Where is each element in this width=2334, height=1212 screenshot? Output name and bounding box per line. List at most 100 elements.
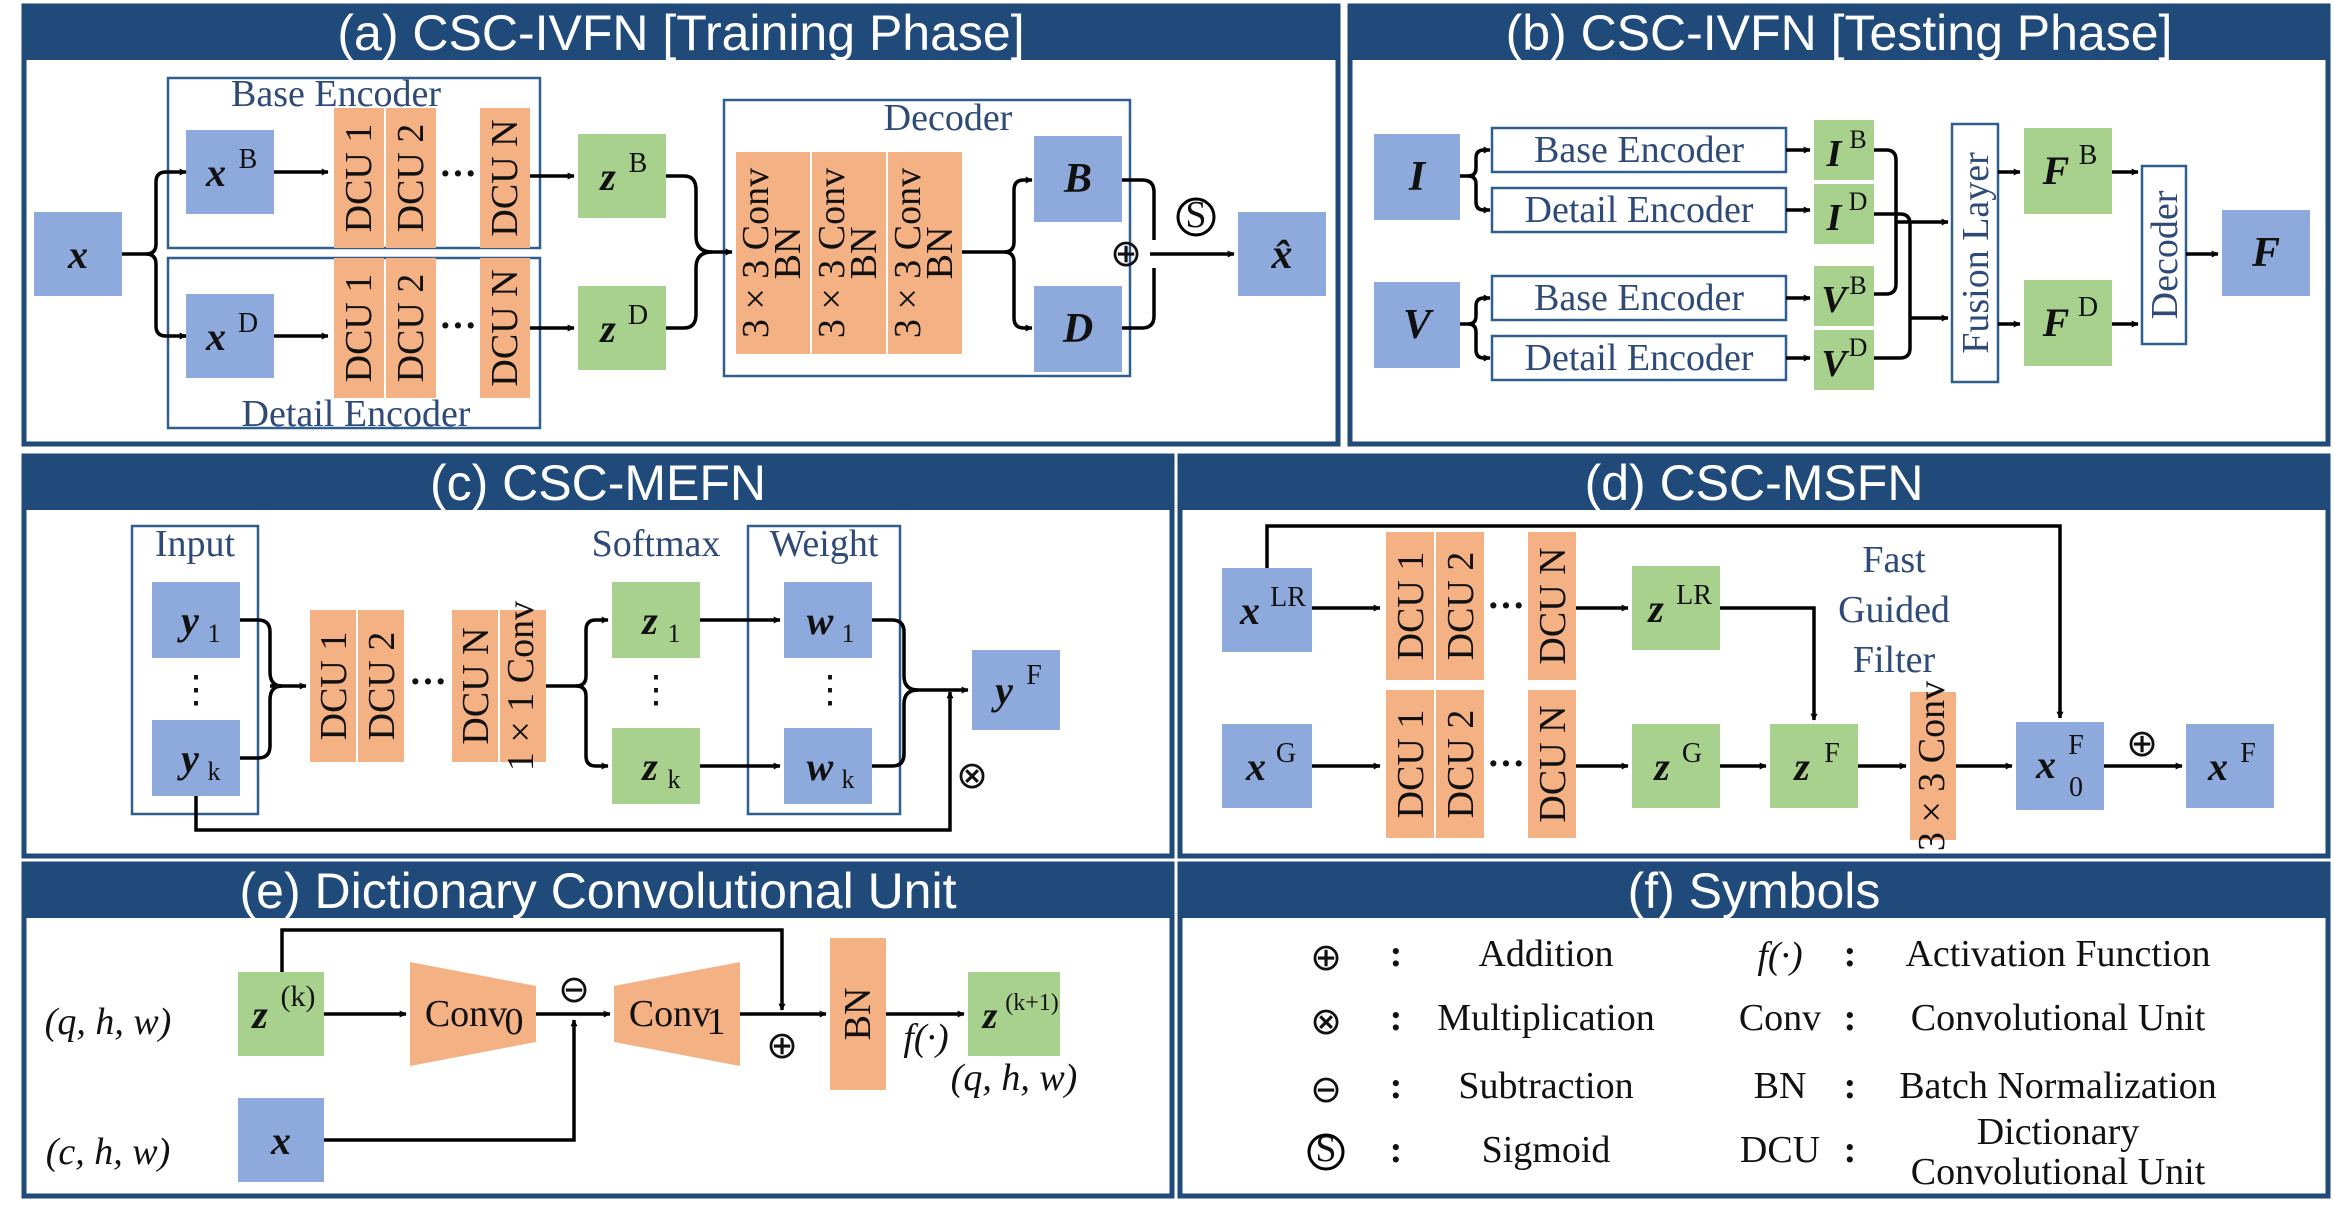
plus-symbol: ⊕ [766, 1025, 798, 1067]
panel-e: (e) Dictionary Convolutional Unit [21, 861, 1175, 1199]
minus-symbol: ⊖ [558, 969, 590, 1011]
conv0-sub: 0 [505, 1001, 524, 1043]
x0F-sub: 0 [2069, 772, 2083, 803]
z1-sub: 1 [668, 619, 681, 648]
zk-e-node [238, 972, 324, 1056]
panel-a-diagram: Base Encoder Detail Encoder Decoder x x … [34, 73, 1326, 435]
base-dcu-stack: DCU 1 DCU 2 DCU N ··· [334, 108, 530, 248]
msfn-dcu-stack-lr: DCU 1 DCU 2 DCU N ··· [1386, 532, 1576, 680]
FD-sup: D [2078, 292, 2098, 323]
legend-add-name: Addition [1478, 933, 1613, 975]
z1-label: z [640, 598, 658, 643]
zB-label: z [598, 154, 616, 199]
detail-dcuN: DCU N [484, 269, 526, 386]
b-detail-encoder-V [1490, 334, 1788, 382]
legend-act-name: Activation Function [1905, 933, 2210, 975]
F-label: F [2251, 230, 2280, 276]
panel-c-diagram: Input Softmax Weight y 1 ⋮ y k DCU 1 DCU… [130, 523, 1060, 832]
conv1-sub: 1 [707, 1001, 726, 1043]
decoder-label: Decoder [884, 97, 1013, 139]
msfn-lr-dcu2: DCU 2 [1440, 552, 1482, 661]
B-label: B [1063, 156, 1092, 202]
legend-mul-icon: ⊗ [1310, 1001, 1342, 1043]
D-label: D [1062, 306, 1093, 352]
softmax-label: Softmax [592, 523, 721, 565]
xD-sup: D [238, 308, 258, 339]
detail-dcu2: DCU 2 [390, 274, 432, 383]
wk-sub: k [842, 765, 855, 794]
msfn-g-dcu2: DCU 2 [1440, 710, 1482, 819]
input-x-label: x [67, 232, 88, 277]
xB-label: x [205, 150, 226, 195]
V-node [1374, 282, 1460, 368]
x-e-label: x [270, 1118, 291, 1163]
xF-label: x [2207, 744, 2228, 789]
VD-label: V [1821, 343, 1849, 385]
xhat-node [1238, 212, 1326, 296]
bn-block [830, 938, 886, 1090]
detail-dcu-dots: ··· [439, 305, 477, 347]
zk-label: z [640, 744, 658, 789]
legend-colon-3: : [1390, 1065, 1403, 1107]
zLR-label: z [1646, 586, 1664, 631]
mefn-dots: ··· [409, 661, 447, 703]
panel-a-title: (a) CSC-IVFN [Training Phase] [337, 5, 1024, 61]
xF-sup: F [2240, 738, 2256, 769]
z1-node [612, 582, 700, 658]
legend-conv-name: Convolutional Unit [1911, 997, 2206, 1039]
xB-node [186, 130, 274, 214]
legend-colon-2: : [1390, 997, 1403, 1039]
legend-colon-6: : [1844, 997, 1857, 1039]
decoder-conv-stack: 3 × 3 Conv BN 3 × 3 Conv BN 3 × 3 Conv B… [735, 152, 962, 354]
zk1-node [968, 972, 1060, 1056]
legend-bn-name: Batch Normalization [1899, 1065, 2217, 1107]
b-detail-encoder-I [1490, 186, 1788, 234]
yF-sup: F [1026, 660, 1042, 691]
msfn-lr-dcu1: DCU 1 [1390, 552, 1432, 661]
conv1-label: Conv [629, 993, 711, 1035]
w1-label: w [807, 598, 834, 643]
fgf-label-2: Guided [1838, 589, 1950, 631]
zB-node [578, 134, 666, 218]
y-vdots: ⋮ [177, 669, 215, 711]
VB-label: V [1821, 279, 1849, 321]
legend-dcu-name-1: Dictionary [1977, 1111, 2140, 1153]
panel-b: (b) CSC-IVFN [Testing Phase] [1347, 3, 2331, 447]
legend-colon-1: : [1390, 933, 1403, 975]
legend-sigmoid-icon [1307, 1133, 1345, 1171]
b-decoder-label: Decoder [2144, 190, 2186, 319]
panel-d: (d) CSC-MSFN [1177, 453, 2331, 859]
D-node [1034, 286, 1122, 372]
xB-sup: B [239, 144, 258, 175]
weight-label: Weight [770, 523, 879, 565]
z-vdots: ⋮ [637, 669, 675, 711]
panel-b-diagram: I V Base Encoder Detail Encoder Base Enc… [1374, 120, 2310, 390]
msfn-conv3: 3 × 3 Conv [1911, 681, 1953, 851]
mefn-conv1: 1 × 1 Conv [500, 601, 542, 771]
decoder-box [722, 98, 1132, 378]
zG-label: z [1652, 744, 1670, 789]
input-label: Input [155, 523, 236, 565]
zD-node [578, 286, 666, 370]
FB-label: F [2042, 148, 2070, 193]
zk-sub: k [668, 765, 681, 794]
legend-sub-name: Subtraction [1458, 1065, 1633, 1107]
mult-symbol-c: ⊗ [956, 755, 988, 797]
fusion-layer-label: Fusion Layer [1955, 152, 1997, 354]
ID-node [1814, 184, 1874, 244]
wk-node [784, 728, 872, 804]
ID-sup: D [1849, 187, 1868, 216]
dim-qhw-in: (q, h, w) [45, 1001, 172, 1043]
add-symbol-a: ⊕ [1110, 233, 1142, 275]
base-dcu2: DCU 2 [390, 124, 432, 233]
dim-qhw-out: (q, h, w) [951, 1057, 1078, 1099]
x0F-node [2016, 722, 2104, 810]
msfn-lr-dots: ··· [1487, 585, 1525, 627]
msfn-dcu-stack-g: DCU 1 DCU 2 DCU N ··· [1386, 690, 1576, 838]
fusion-layer-box [1950, 122, 2000, 384]
dec-conv2: 3 × 3 Conv [811, 168, 853, 338]
zF-label: z [1792, 744, 1810, 789]
legend-sub-icon: ⊖ [1310, 1069, 1342, 1111]
legend-add-icon: ⊕ [1310, 937, 1342, 979]
